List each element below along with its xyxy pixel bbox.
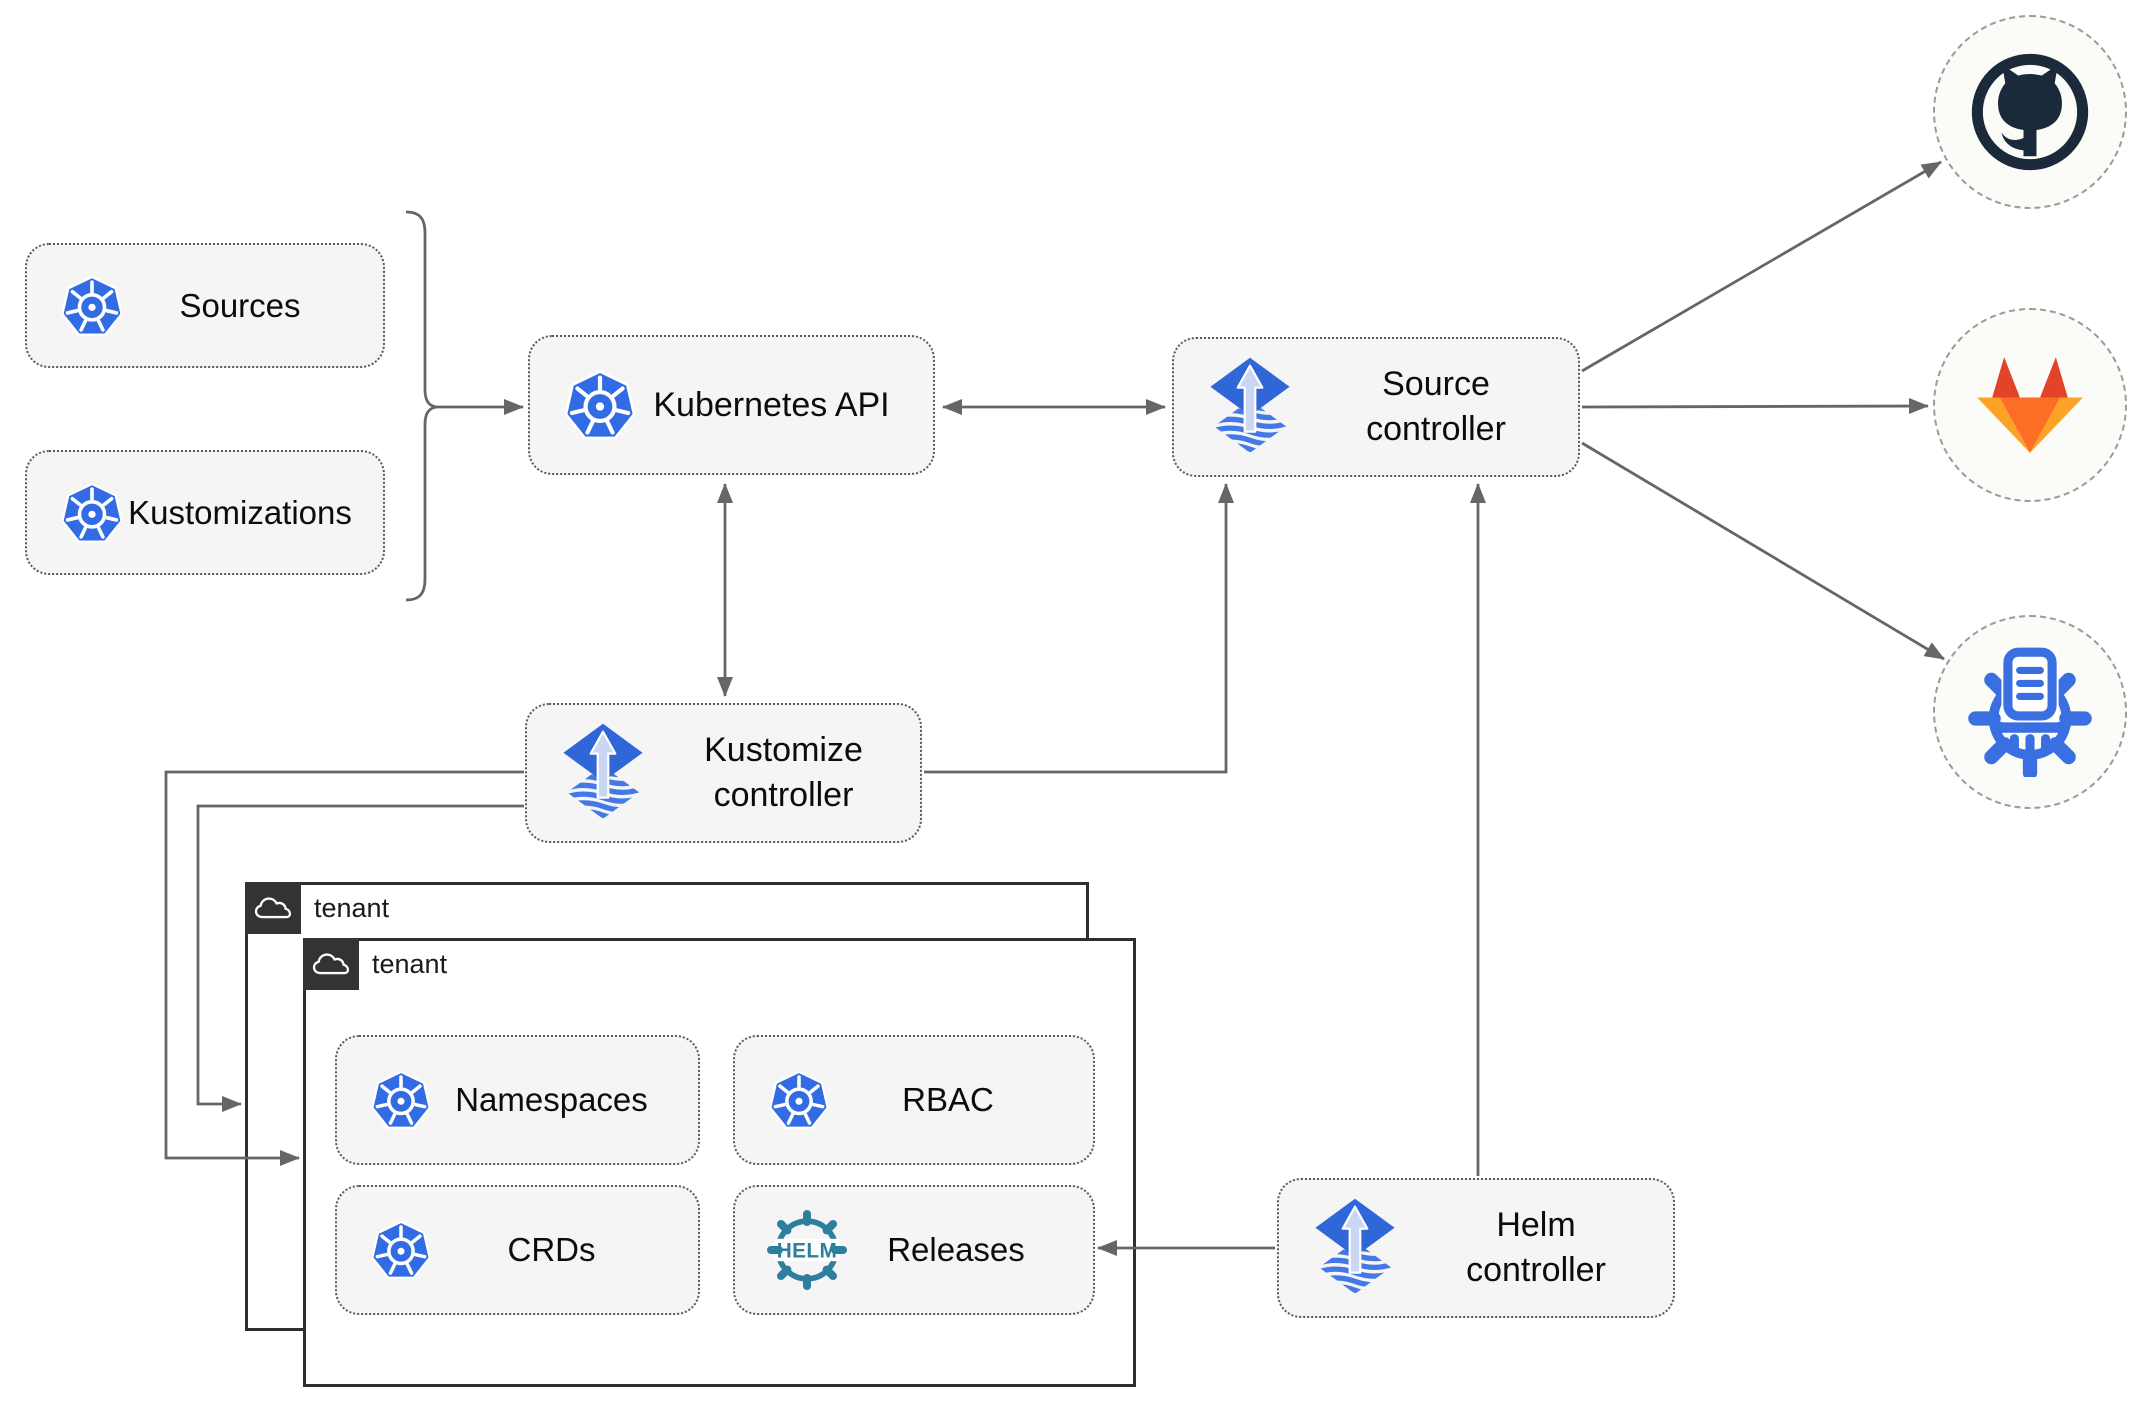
connector-kustomize-source [924,483,1234,774]
connector-kustomize-tenant-inner [164,770,524,1166]
connector-kustomize-tenant-outer [196,804,524,1112]
node-label: RBAC [902,1081,994,1119]
node-sources: Sources [25,243,385,368]
gitlab-tanuki-icon [1967,342,2093,468]
node-crds: CRDs [335,1185,700,1315]
connector-source-gitlab [1581,398,1929,415]
bracket-sources-group [405,210,438,602]
tenant-badge [303,938,359,990]
tenant-label: tenant [372,949,448,979]
node-helm-controller: Helm controller [1277,1178,1675,1318]
flux-icon [559,722,647,824]
flux-icon [1311,1197,1399,1299]
node-source-controller: Source controller [1172,337,1580,477]
kubernetes-icon [767,1068,831,1132]
node-rbac: RBAC [733,1035,1095,1165]
helm-wheel-icon [767,1210,847,1290]
node-label: Kubernetes API [653,385,890,424]
node-releases: Releases [733,1185,1095,1315]
connector-source-registry [1581,441,1945,661]
kubernetes-icon [369,1068,433,1132]
node-kubernetes-api: Kubernetes API [528,335,935,475]
github-repository-circle [1933,15,2127,209]
tenant-label: tenant [314,893,390,923]
node-label: Kustomize controller [704,731,863,814]
node-label: CRDs [507,1231,596,1269]
github-octocat-icon [1965,47,2095,177]
kubernetes-icon [562,367,638,443]
node-label: Source controller [1366,365,1506,448]
node-label: Releases [887,1231,1025,1269]
node-label: Helm controller [1466,1206,1606,1289]
node-kustomizations: Kustomizations [25,450,385,575]
connector-source-github [1581,160,1942,373]
gitlab-repository-circle [1933,308,2127,502]
node-label: Sources [179,286,301,324]
node-kustomize-controller: Kustomize controller [525,703,922,843]
kubernetes-icon [59,480,125,546]
node-label: Kustomizations [128,493,352,531]
registry-repository-circle [1933,615,2127,809]
tenant-badge [245,882,301,934]
node-label: Namespaces [455,1081,648,1119]
node-namespaces: Namespaces [335,1035,700,1165]
kubernetes-icon [59,273,125,339]
manifest-column-wheel-icon [1965,647,2095,777]
kubernetes-icon [369,1218,433,1282]
flux-icon [1206,356,1294,458]
